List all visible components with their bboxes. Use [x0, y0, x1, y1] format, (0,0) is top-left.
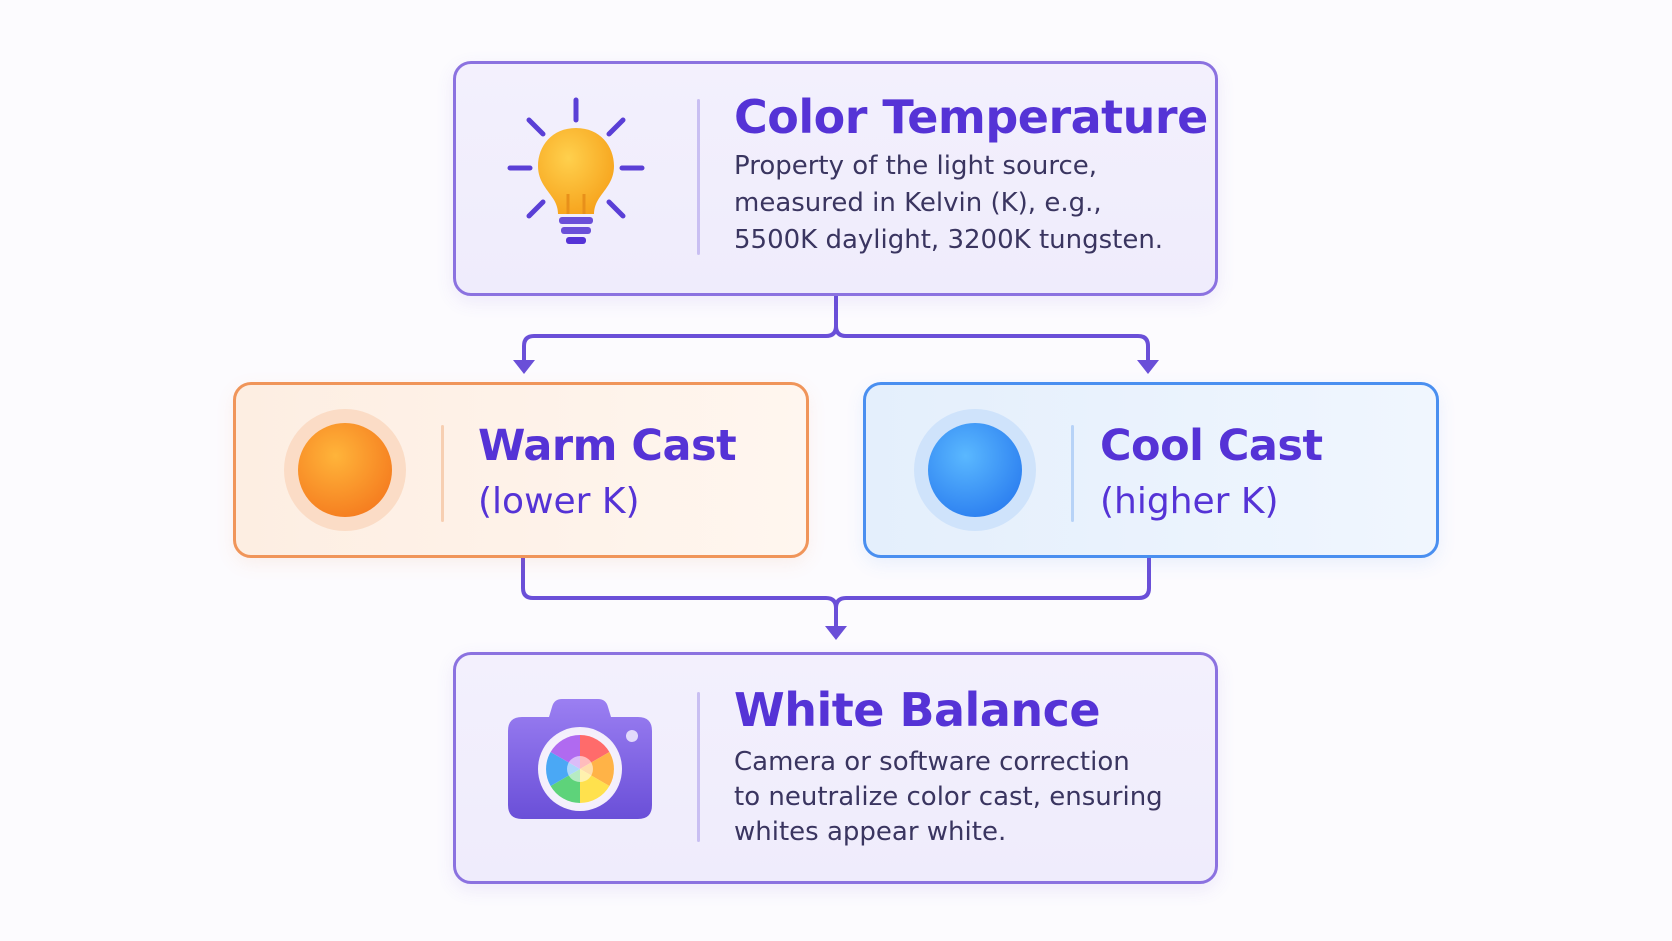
cool-circle-icon — [913, 408, 1037, 532]
arrowhead-cool — [1137, 360, 1159, 374]
white-balance-title: White Balance — [734, 683, 1101, 737]
connector-warm-to-bottom — [521, 556, 838, 634]
white-balance-description: Camera or software correction to neutral… — [734, 747, 1163, 847]
color-temperature-title: Color Temperature — [734, 90, 1208, 144]
camera-icon — [506, 697, 654, 821]
color-temperature-description: Property of the light source, measured i… — [734, 151, 1164, 255]
arrowhead-bottom — [825, 626, 847, 640]
warm-cast-title: Warm Cast — [478, 421, 737, 471]
color-temperature-card: Color Temperature Property of the light … — [453, 61, 1218, 296]
white-balance-card: White Balance Camera or software correct… — [453, 652, 1218, 884]
warm-circle-icon — [283, 408, 407, 532]
cool-cast-subtitle: (higher K) — [1100, 481, 1279, 522]
arrowhead-warm — [513, 360, 535, 374]
connector-top-to-cool — [834, 294, 1150, 368]
cool-cast-title: Cool Cast — [1100, 421, 1323, 471]
connector-top-to-warm — [522, 294, 838, 368]
lightbulb-icon — [496, 90, 656, 255]
warm-cast-subtitle: (lower K) — [478, 481, 640, 522]
connector-cool-to-bottom — [834, 556, 1151, 610]
cool-cast-card: Cool Cast (higher K) — [863, 382, 1439, 558]
warm-cast-card: Warm Cast (lower K) — [233, 382, 809, 558]
